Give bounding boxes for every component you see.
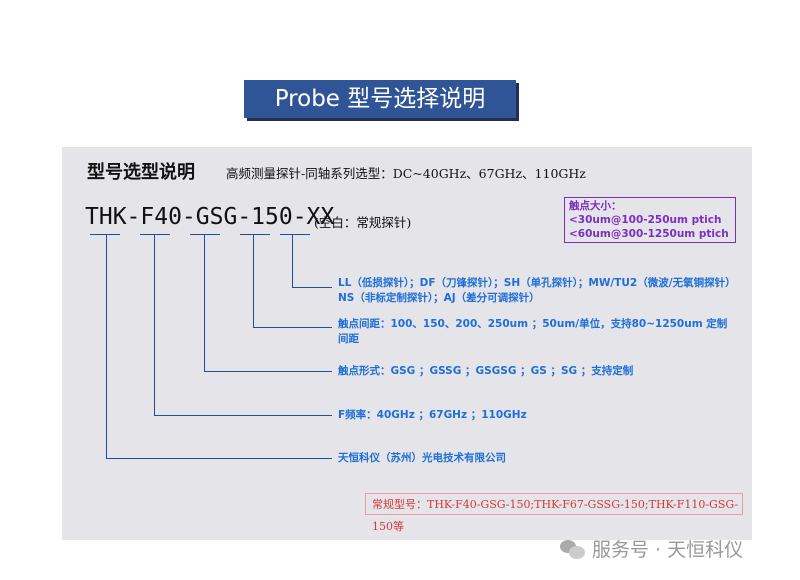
section-subheading: 高频测量探针-同轴系列选型：DC~40GHz、67GHz、110GHz: [226, 166, 586, 181]
company-description: 天恒科仪（苏州）光电技术有限公司: [338, 452, 506, 464]
contact-size-box: 触点大小： <30um@100-250um ptich <60um@300-12…: [564, 197, 736, 243]
watermark: 服务号 · 天恒科仪: [560, 535, 743, 562]
tip-type-line: LL（低损探针）；DF（刀锋探针）；SH（单孔探针）；MW/TU2（微波/无氧铜…: [338, 277, 736, 289]
tip-type-description: LL（低损探针）；DF（刀锋探针）；SH（单孔探针）；MW/TU2（微波/无氧铜…: [338, 276, 736, 306]
segment-underline: [90, 234, 120, 235]
model-note: (空白：常规探针): [314, 215, 412, 230]
pitch-line: 间距: [338, 333, 359, 345]
wechat-icon: [560, 538, 586, 560]
section-heading: 型号选型说明: [87, 162, 195, 183]
pitch-description: 触点间距：100、150、200、250um ；50um/单位，支持80~125…: [338, 317, 727, 347]
pitch-line: 触点间距：100、150、200、250um ；50um/单位，支持80~125…: [338, 318, 728, 330]
common-models-box: 常规型号：THK-F40-GSG-150;THK-F67-GSSG-150;TH…: [365, 493, 743, 533]
segment-underline: [140, 234, 170, 235]
watermark-text: 服务号 · 天恒科仪: [592, 539, 744, 561]
contact-size-title: 触点大小：: [569, 200, 622, 212]
segment-underline: [240, 234, 270, 235]
contact-size-line: <30um@100-250um ptich: [569, 214, 722, 226]
form-description: 触点形式：GSG ；GSSG ；GSGSG ；GS ；SG ；支持定制: [338, 365, 634, 377]
segment-underline: [190, 234, 220, 235]
page-title-banner: Probe 型号选择说明: [244, 80, 516, 118]
model-code: THK-F40-GSG-150-XX: [85, 204, 335, 230]
frequency-description: F频率：40GHz ；67GHz ；110GHz: [338, 409, 527, 421]
content-panel: [62, 147, 752, 540]
tip-type-line: NS（非标定制探针）；AJ（差分可调探针）: [338, 292, 540, 304]
segment-underline: [280, 234, 310, 235]
contact-size-line: <60um@300-1250um ptich: [569, 228, 729, 240]
